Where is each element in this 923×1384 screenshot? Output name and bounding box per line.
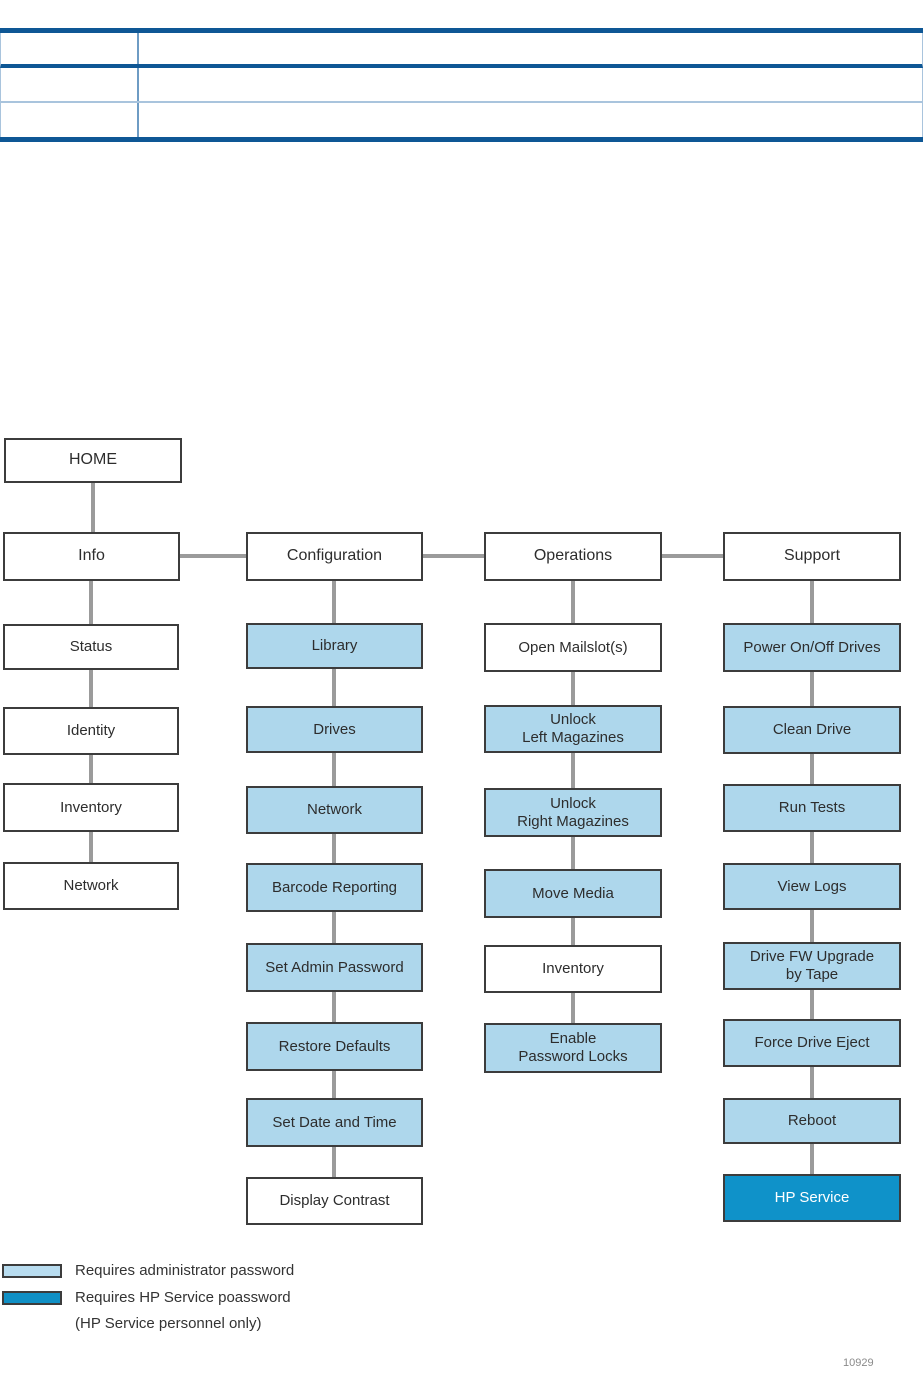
table-cell (1, 33, 139, 64)
menu-box-identity: Identity (3, 707, 179, 755)
table-row (0, 33, 923, 68)
menu-box-reboot: Reboot (723, 1098, 901, 1144)
menu-box-config-network: Network (246, 786, 423, 834)
legend-label-admin-password: Requires administrator password (75, 1262, 295, 1279)
menu-box-hp-service: HP Service (723, 1174, 901, 1222)
table-cell (1, 68, 139, 101)
menu-box-network: Network (3, 862, 179, 910)
menu-box-operations: Operations (484, 532, 662, 581)
menu-box-enable-password-locks: Enable Password Locks (484, 1023, 662, 1073)
menu-box-clean-drive: Clean Drive (723, 706, 901, 754)
menu-box-support: Support (723, 532, 901, 581)
menu-box-drives: Drives (246, 706, 423, 753)
menu-box-power-on-off-drives: Power On/Off Drives (723, 623, 901, 672)
legend-label-hp-service: Requires HP Service poassword (75, 1289, 291, 1306)
menu-box-status: Status (3, 624, 179, 670)
connector-main-row (91, 554, 810, 558)
table-cell (1, 103, 139, 137)
menu-box-info: Info (3, 532, 180, 581)
menu-box-move-media: Move Media (484, 869, 662, 918)
menu-box-open-mailslots: Open Mailslot(s) (484, 623, 662, 672)
menu-box-set-admin-password: Set Admin Password (246, 943, 423, 992)
menu-box-force-drive-eject: Force Drive Eject (723, 1019, 901, 1067)
menu-box-set-date-and-time: Set Date and Time (246, 1098, 423, 1147)
menu-box-ops-inventory: Inventory (484, 945, 662, 993)
legend-label-hp-service-line2: (HP Service personnel only) (75, 1315, 262, 1332)
menu-box-configuration: Configuration (246, 532, 423, 581)
table-cell (139, 68, 922, 101)
menu-box-view-logs: View Logs (723, 863, 901, 910)
table-row (0, 68, 923, 103)
doc-table (0, 28, 923, 142)
menu-box-barcode-reporting: Barcode Reporting (246, 863, 423, 912)
legend-swatch-admin-password (2, 1264, 62, 1278)
menu-box-drive-fw-upgrade: Drive FW Upgrade by Tape (723, 942, 901, 990)
menu-box-unlock-right-magazines: Unlock Right Magazines (484, 788, 662, 837)
table-cell (139, 33, 922, 64)
table-row (0, 103, 923, 137)
menu-box-restore-defaults: Restore Defaults (246, 1022, 423, 1071)
connector-home-info (91, 460, 95, 555)
menu-box-run-tests: Run Tests (723, 784, 901, 832)
figure-number: 10929 (843, 1357, 874, 1369)
menu-box-home: HOME (4, 438, 182, 483)
menu-box-display-contrast: Display Contrast (246, 1177, 423, 1225)
menu-box-inventory: Inventory (3, 783, 179, 832)
table-cell (139, 103, 922, 137)
legend-swatch-hp-service (2, 1291, 62, 1305)
menu-box-library: Library (246, 623, 423, 669)
menu-box-unlock-left-magazines: Unlock Left Magazines (484, 705, 662, 753)
